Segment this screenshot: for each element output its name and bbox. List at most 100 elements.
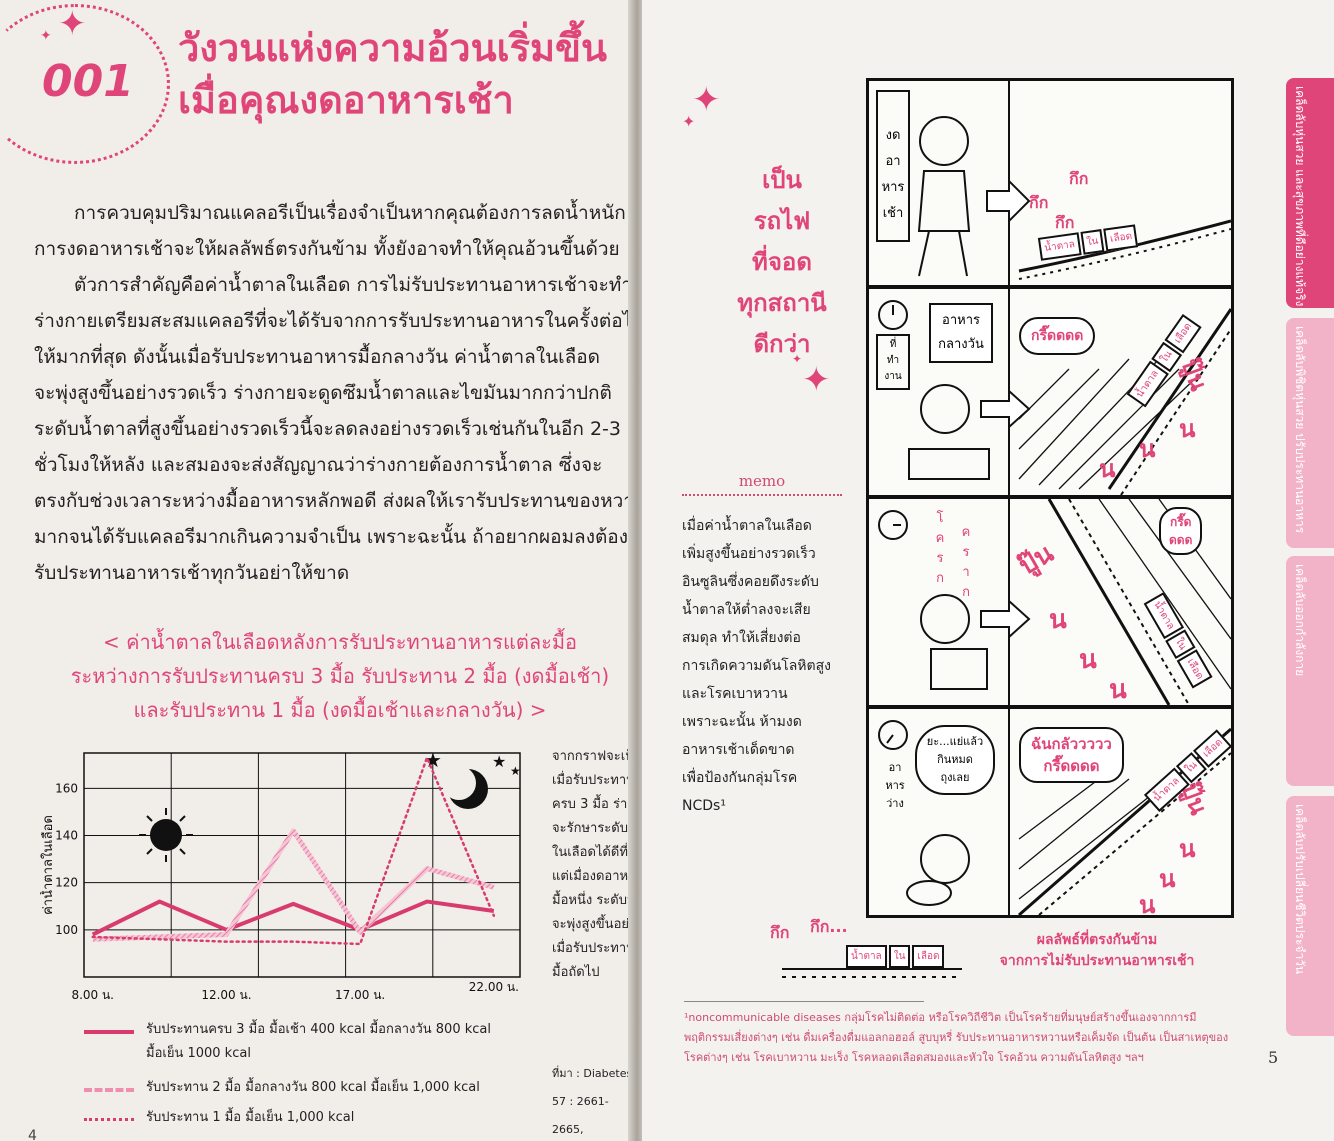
- note-line: แต่เมื่องดอาหารมื้อใด: [552, 869, 636, 884]
- sfx-char: ก: [936, 571, 944, 586]
- paragraph-line: ชั่วโมงให้หลัง และสมองจะส่งสัญญาณว่าร่าง…: [34, 454, 603, 476]
- sfx-char: ก: [962, 585, 970, 600]
- panel-2-side-sign: ที่ ทำ งาน: [877, 337, 909, 385]
- sparkle-icon: ✦: [682, 112, 696, 131]
- train-car: เลือด: [912, 945, 945, 968]
- x-tick-label: 12.00 น.: [201, 988, 251, 1002]
- footnote-divider: [684, 1001, 924, 1002]
- sign-char: ที่: [889, 339, 897, 350]
- sfx-char: โ: [936, 511, 944, 526]
- memo-line: เมื่อค่าน้ำตาลในเลือด: [682, 518, 812, 534]
- slogan-line: รถไฟ: [753, 207, 811, 235]
- note-line: ในเลือดได้ดีที่สุด: [552, 845, 636, 860]
- note-line: เมื่อรับประทานอาหาร: [552, 941, 636, 956]
- tab-label: เคล็ดลับหุ่นสวย และสุขภาพที่ดีอย่างแท้จร…: [1293, 86, 1307, 307]
- sound-effect: กึก...: [810, 917, 848, 936]
- chapter-tab-1[interactable]: เคล็ดลับหุ่นสวย และสุขภาพที่ดีอย่างแท้จร…: [1286, 78, 1334, 308]
- page-number: 5: [1268, 1048, 1279, 1067]
- panel-2-art: [876, 289, 1231, 495]
- comic-panel-2: อาหาร กลางวัน ที่ ทำ งาน กรี๊ดดดด ปู๊น น…: [866, 286, 1234, 498]
- train-car: น้ำตาล: [846, 945, 887, 968]
- x-tick-label: 8.00 น.: [71, 988, 114, 1002]
- note-line: ครบ 3 มื้อ ร่างกาย: [552, 797, 636, 812]
- sound-effect: กึก: [1069, 169, 1089, 188]
- chapter-tab-4[interactable]: เคล็ดลับปรับเปลี่ยนชีวิตประจำวัน: [1286, 796, 1334, 1036]
- y-tick-label: 120: [55, 876, 78, 890]
- tab-label: เคล็ดลับออกกำลังกาย: [1293, 564, 1307, 677]
- series-line-3: [91, 756, 496, 946]
- chapter-number: 001: [42, 56, 134, 107]
- comic-caption: ผลลัพธ์ที่ตรงกันข้าม จากการไม่รับประทานอ…: [982, 930, 1212, 972]
- legend-label: รับประทาน 2 มื้อ มื้อกลางวัน 800 kcal มื…: [146, 1080, 480, 1095]
- sound-effect: น: [1159, 865, 1176, 893]
- speech-line: ถุงเลย: [940, 771, 970, 784]
- speech-bubble: กรี๊ด ดดด: [1159, 507, 1203, 555]
- paragraph-line: ให้มากที่สุด ดังนั้นเมื่อรับประทานอาหารม…: [34, 346, 600, 368]
- train: น้ำตาล ใน เลือด: [846, 945, 945, 968]
- sparkle-icon: ✦: [692, 80, 721, 120]
- sfx-char: า: [962, 565, 970, 580]
- book-gutter: [628, 0, 646, 1141]
- sign-char: เช้า: [882, 206, 904, 221]
- paragraph-line: ระดับน้ำตาลที่สูงขึ้นอย่างรวดเร็วนี้จะลด…: [34, 418, 621, 440]
- slogan-line: ดีกว่า: [753, 330, 811, 358]
- sound-effect: กึก: [1055, 213, 1075, 232]
- sound-effect: น: [1139, 435, 1156, 463]
- y-tick-label: 160: [55, 781, 78, 795]
- sound-effect: น: [1109, 675, 1127, 705]
- memo-divider: [682, 494, 842, 496]
- sign-char: หาร: [881, 180, 905, 195]
- chapter-tab-2[interactable]: เคล็ดลับพิชิตหุ่นสวย ปรับประทานอาหาร: [1286, 318, 1334, 548]
- legend-swatch: [84, 1030, 134, 1034]
- sound-effect: กรี๊ด: [1169, 515, 1192, 529]
- sun-icon: [139, 808, 193, 862]
- memo-line: เพราะฉะนั้น ห้ามงด: [682, 714, 802, 730]
- sign-char: งาน: [884, 371, 902, 382]
- source-line: ที่มา : Diabetes 57 : 2661-2665,: [552, 1067, 633, 1136]
- x-tick-label: 22.00 น.: [469, 980, 519, 994]
- speech-line: กินหมด: [937, 753, 973, 766]
- sign-char: ว่าง: [886, 797, 904, 810]
- panel-4-art: [878, 709, 1231, 915]
- left-page: ✦ ✦ 001 วังวนแห่งความอ้วนเริ่มขึ้น เมื่อ…: [0, 0, 636, 1141]
- footnote-line: โรคต่างๆ เช่น โรคเบาหวาน มะเร็ง โรคหลอดเ…: [684, 1051, 1144, 1064]
- legend-swatch: [84, 1088, 134, 1092]
- legend-item: รับประทานครบ 3 มื้อ มื้อเช้า 400 kcal มื…: [84, 1018, 544, 1076]
- comic-strip: งด อา หาร เช้า กึก กึก กึก น้ำตาล ใน เลื…: [866, 78, 1234, 918]
- speech-bubble: ฉันกลัววววว กรี๊ดดดด: [1019, 727, 1124, 783]
- train-car: ใน: [1080, 228, 1105, 255]
- panel-3-sfx-column: ค ร า ก: [959, 523, 973, 603]
- sign-char: งด: [885, 128, 901, 143]
- sfx-char: ค: [961, 525, 971, 540]
- legend-label: รับประทาน 1 มื้อ มื้อเย็น 1,000 kcal: [146, 1110, 355, 1125]
- panel-3-sfx-column: โ ค ร ก: [933, 509, 947, 589]
- paragraph-line: จะพุ่งสูงขึ้นอย่างรวดเร็ว ร่างกายจะดูดซึ…: [34, 382, 612, 404]
- graph-title-line: < ค่าน้ำตาลในเลือดหลังการรับประทานอาหารแ…: [102, 630, 578, 654]
- slogan-line: ที่จอด: [752, 248, 812, 276]
- graph-title-line: และรับประทาน 1 มื้อ (งดมื้อเช้าและกลางวั…: [133, 698, 547, 722]
- sound-effect: น: [1139, 891, 1156, 918]
- chapter-tab-3[interactable]: เคล็ดลับออกกำลังกาย: [1286, 556, 1334, 786]
- paragraph-line: ตรงกับช่วงเวลาระหว่างมื้ออาหารหลักพอดี ส…: [34, 490, 636, 512]
- sign-char: หาร: [885, 779, 905, 792]
- caption-line: ผลลัพธ์ที่ตรงกันข้าม: [1036, 932, 1158, 948]
- memo-line: อาหารเช้าเด็ดขาด: [682, 742, 795, 758]
- note-line: มื้อถัดไป: [552, 965, 600, 980]
- x-tick-label: 17.00 น.: [335, 988, 385, 1002]
- comic-panel-4: ยะ...แย่แล้ว กินหมด ถุงเลย อา หาร ว่าง ฉ…: [866, 706, 1234, 918]
- star-icon: ★: [424, 748, 442, 772]
- paragraph-line: การควบคุมปริมาณแคลอรีเป็นเรื่องจำเป็นหาก…: [74, 202, 636, 224]
- memo-line: เพิ่มสูงขึ้นอย่างรวดเร็ว: [682, 546, 816, 562]
- note-line: จะรักษาระดับน้ำตาล: [552, 821, 636, 836]
- speech-line: ยะ...แย่แล้ว: [926, 735, 984, 748]
- legend-swatch: [84, 1118, 134, 1121]
- y-axis-label: ค่าน้ำตาลในเลือด: [40, 815, 56, 915]
- graph-source: ที่มา : Diabetes 57 : 2661-2665, 2008: [552, 1060, 636, 1141]
- memo-line: และโรคเบาหวาน: [682, 686, 788, 702]
- title-line: วังวนแห่งความอ้วนเริ่มขึ้น: [178, 26, 607, 70]
- moon-icon: [442, 766, 488, 809]
- sparkle-icon: ✦: [792, 352, 803, 366]
- plot-frame: [83, 752, 521, 978]
- slogan-line: เป็น: [762, 166, 802, 194]
